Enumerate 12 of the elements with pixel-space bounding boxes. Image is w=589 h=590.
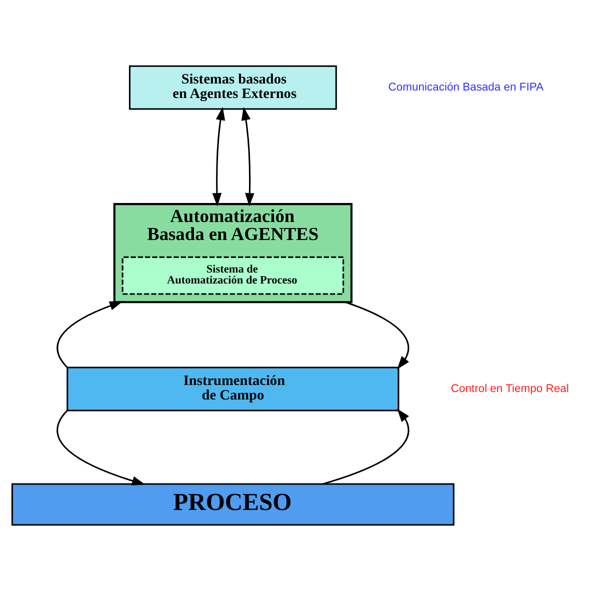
arrow xyxy=(344,300,410,369)
arrow xyxy=(322,408,410,484)
label: Control en Tiempo Real xyxy=(450,382,569,394)
label: Comunicación Basada en FIPA xyxy=(388,80,544,93)
node-box: Sistema de Automatización de Proceso xyxy=(122,256,344,294)
arrow xyxy=(241,106,254,206)
node-box: PROCESO xyxy=(11,482,454,526)
arrow xyxy=(56,300,123,368)
arrow xyxy=(56,409,146,485)
arrow xyxy=(212,106,226,206)
node-box: Instrumentación de Campo xyxy=(66,366,400,411)
node-box: Sistemas basados en Agentes Externos xyxy=(128,64,337,110)
